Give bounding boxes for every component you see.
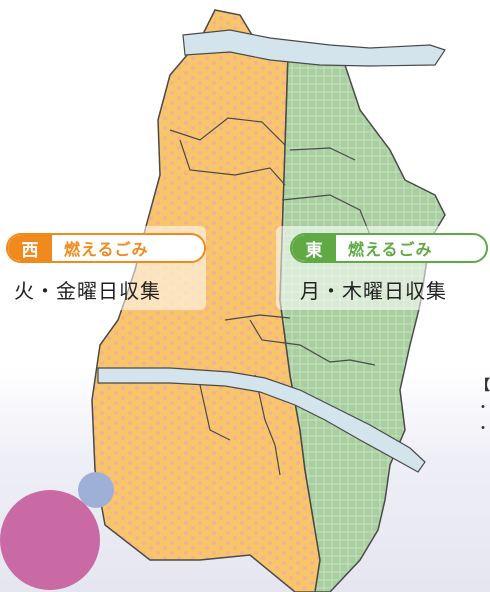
east-collection-badge: 東 燃えるごみ xyxy=(290,233,488,263)
sub-district-boundaries xyxy=(169,117,376,476)
east-tag: 東 xyxy=(292,235,336,261)
west-collection-badge: 西 燃えるごみ xyxy=(6,233,206,263)
side-note-bullet-2: ・ xyxy=(476,421,490,437)
river-south xyxy=(97,367,426,473)
west-tag: 西 xyxy=(8,235,52,261)
side-note-bracket: 【 xyxy=(476,378,490,394)
east-garbage-type: 燃えるごみ xyxy=(348,240,433,259)
west-garbage-type: 燃えるごみ xyxy=(64,240,149,259)
river-north xyxy=(182,29,446,67)
east-collection-days: 月・木曜日収集 xyxy=(300,279,447,303)
decorative-circle-pink xyxy=(0,490,100,590)
west-collection-days: 火・金曜日収集 xyxy=(14,279,161,303)
east-district xyxy=(279,54,446,592)
side-note-bullet-1: ・ xyxy=(476,400,490,416)
decorative-circle-blue xyxy=(78,472,114,508)
